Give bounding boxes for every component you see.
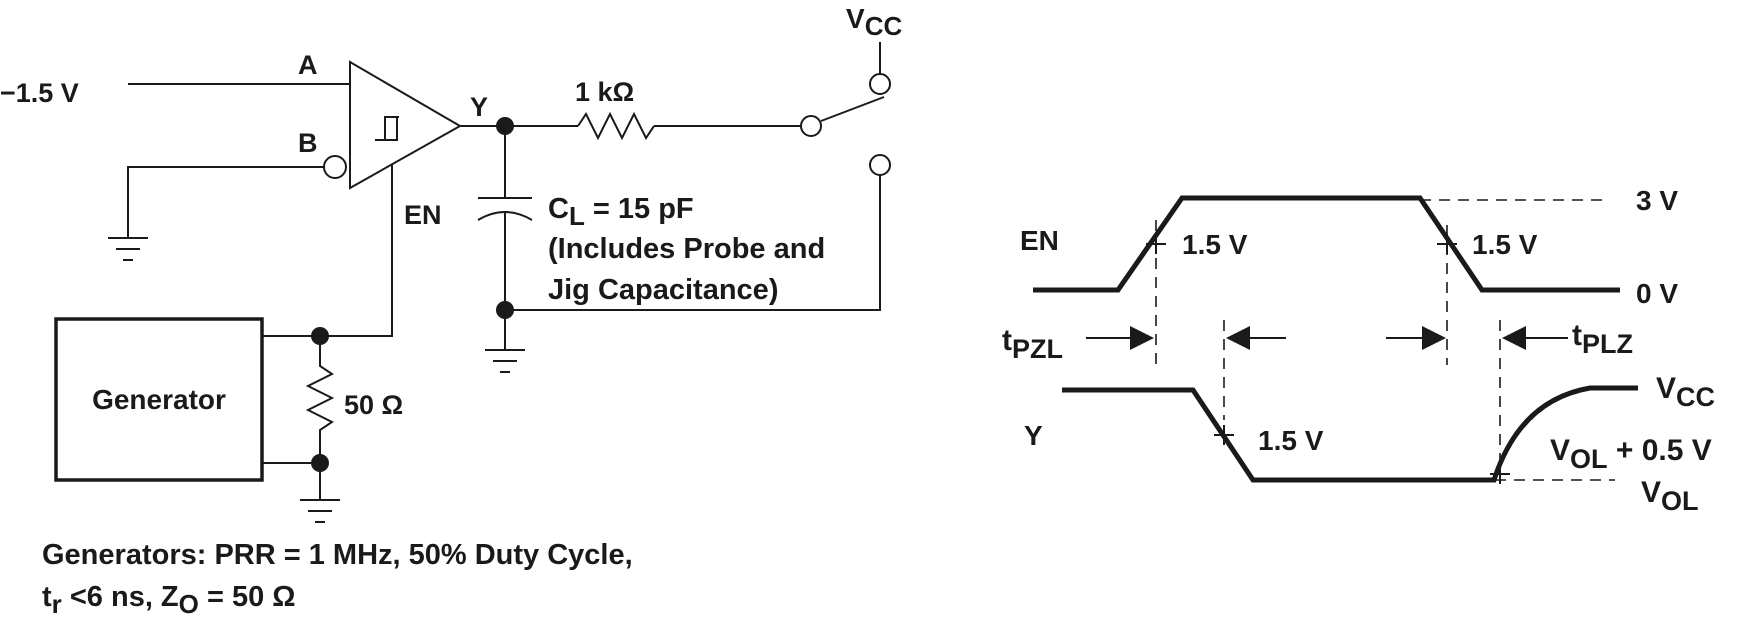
pin-a-label: A — [298, 50, 318, 80]
resistor-1k — [577, 111, 655, 141]
wire-switch-to-ground — [505, 175, 881, 311]
ground-symbol-b — [108, 237, 148, 261]
threshold-en-fall-label: 1.5 V — [1472, 229, 1538, 260]
en-waveform — [1033, 195, 1620, 293]
level-3v-label: 3 V — [1636, 185, 1678, 216]
ground-symbol-cap — [485, 349, 525, 373]
arrow-tplz-right — [1502, 326, 1568, 350]
switch-arm — [820, 96, 885, 122]
switch-terminal-vcc — [869, 73, 891, 95]
threshold-en-rise-label: 1.5 V — [1182, 229, 1248, 260]
buffer-triangle — [349, 60, 463, 190]
generator-note-line-2: tr <6 ns, ZO = 50 Ω — [42, 581, 296, 617]
wire-enable — [320, 165, 393, 337]
ground-symbol-gen — [300, 499, 340, 523]
threshold-y-label: 1.5 V — [1258, 425, 1324, 456]
crosshair-en-rise — [1146, 234, 1166, 254]
resistor-50-ohm — [305, 336, 335, 500]
vol-level-label: VOL — [1641, 476, 1699, 516]
level-0v-label: 0 V — [1636, 278, 1678, 309]
crosshair-y-fall — [1214, 425, 1234, 445]
t-pzl-label: tPZL — [1002, 324, 1063, 364]
wire-input-b — [127, 166, 324, 238]
capacitance-note-line-1: (Includes Probe and — [548, 233, 825, 265]
generator-note-line-1: Generators: PRR = 1 MHz, 50% Duty Cycle, — [42, 539, 633, 571]
crosshair-en-fall — [1437, 234, 1457, 254]
generator-box — [54, 317, 264, 482]
vol-plus-level-label: VOL + 0.5 V — [1550, 434, 1712, 474]
schmitt-trigger-icon-b — [383, 117, 398, 141]
pin-y-label: Y — [470, 92, 488, 122]
test-circuit: −1.5 V A B Y EN 1 kΩ VCC CL = 15 pF (Inc… — [0, 3, 902, 617]
vcc-level-label: VCC — [1656, 372, 1715, 412]
pin-en-label: EN — [404, 200, 442, 230]
waveform-en-label: EN — [1020, 225, 1059, 256]
switch-common-terminal — [800, 115, 822, 137]
waveform-y-label: Y — [1024, 420, 1043, 451]
timing-waveforms: EN Y 3 V 0 V 1.5 V 1.5 V 1.5 V tPZL tPLZ… — [1002, 185, 1715, 516]
y-waveform — [1062, 385, 1638, 483]
switch-terminal-ground — [869, 154, 891, 176]
arrow-tpzl-right — [1226, 326, 1286, 350]
capacitance-note-line-2: Jig Capacitance) — [548, 274, 778, 306]
resistor-1k-label: 1 kΩ — [575, 77, 634, 107]
input-a-voltage-label: −1.5 V — [0, 78, 79, 108]
arrow-tplz-left — [1386, 326, 1446, 350]
crosshair-y-rise — [1490, 464, 1510, 484]
t-plz-label: tPLZ — [1572, 319, 1633, 359]
arrow-tpzl-left — [1086, 326, 1154, 350]
pin-b-label: B — [298, 128, 318, 158]
resistor-50-ohm-label: 50 Ω — [344, 390, 403, 420]
load-capacitance-label: CL = 15 pF — [548, 193, 694, 231]
supply-vcc-label: VCC — [846, 3, 902, 41]
schmitt-trigger-icon — [375, 116, 399, 141]
generator-label: Generator — [92, 384, 226, 415]
node-cap-ground — [496, 301, 514, 319]
inverting-input-bubble — [323, 155, 347, 179]
